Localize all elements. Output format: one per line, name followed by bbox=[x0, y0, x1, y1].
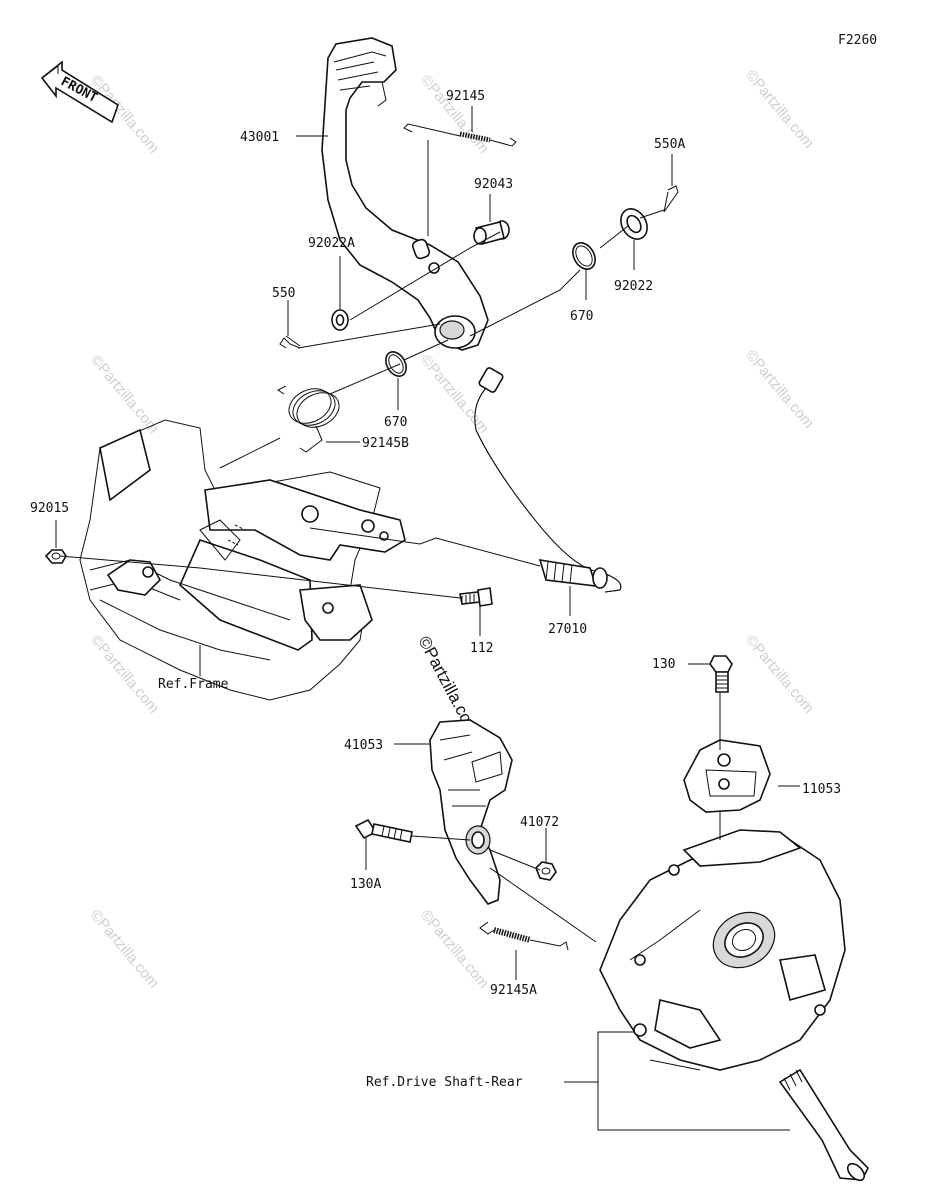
bolt-112 bbox=[459, 587, 493, 607]
label-27010: 27010 bbox=[548, 622, 587, 637]
figure-code: F2260 bbox=[838, 33, 877, 48]
o-ring-670-top bbox=[572, 242, 596, 270]
watermark: ©Partzilla.com bbox=[87, 352, 162, 437]
label-670-top: 670 bbox=[570, 309, 593, 324]
label-92015: 92015 bbox=[30, 501, 69, 516]
frame bbox=[79, 419, 406, 701]
part-labels: 43001 92145 92043 550A 92022A 550 670 92… bbox=[30, 89, 841, 1090]
label-92022a: 92022A bbox=[308, 236, 355, 251]
nut-41072 bbox=[535, 861, 557, 881]
cotter-pin-550a bbox=[663, 185, 679, 213]
bracket-11053 bbox=[683, 739, 771, 813]
bolt-130 bbox=[709, 655, 733, 693]
brake-pedal bbox=[321, 37, 489, 351]
watermark: ©Partzilla.com bbox=[742, 347, 817, 432]
washer-92022a bbox=[331, 309, 349, 331]
label-550a: 550A bbox=[654, 137, 685, 152]
pin-92043 bbox=[473, 220, 510, 245]
watermark: ©Partzilla.com bbox=[742, 632, 817, 717]
label-130: 130 bbox=[652, 657, 675, 672]
label-92043: 92043 bbox=[474, 177, 513, 192]
leader-lines bbox=[55, 106, 800, 1131]
watermark: ©Partzilla.com bbox=[742, 67, 817, 152]
o-ring-670-mid bbox=[385, 351, 407, 377]
label-ref-drive-shaft: Ref.Drive Shaft-Rear bbox=[366, 1075, 523, 1090]
label-130a: 130A bbox=[350, 877, 381, 892]
lever-41053 bbox=[429, 719, 513, 905]
drive-shaft bbox=[778, 1068, 869, 1182]
spring-92145a bbox=[479, 921, 569, 951]
brake-switch-27010 bbox=[474, 367, 622, 593]
label-43001: 43001 bbox=[240, 130, 279, 145]
washer-92022 bbox=[620, 208, 648, 240]
watermark: ©Partzilla.com bbox=[87, 632, 162, 717]
label-92145a: 92145A bbox=[490, 983, 537, 998]
label-550: 550 bbox=[272, 286, 295, 301]
watermark: ©Partzilla.com bbox=[87, 907, 162, 992]
label-92145: 92145 bbox=[446, 89, 485, 104]
label-92145b: 92145B bbox=[362, 436, 409, 451]
label-41053: 41053 bbox=[344, 738, 383, 753]
label-11053: 11053 bbox=[802, 782, 841, 797]
label-112: 112 bbox=[470, 641, 493, 656]
drive-shaft-housing bbox=[599, 829, 846, 1071]
bolt-130a bbox=[354, 818, 413, 843]
nut-92015 bbox=[44, 549, 67, 564]
torsion-spring-92145b bbox=[277, 385, 340, 453]
label-92022: 92022 bbox=[614, 279, 653, 294]
label-670-mid: 670 bbox=[384, 415, 407, 430]
label-41072: 41072 bbox=[520, 815, 559, 830]
cotter-pin-550 bbox=[279, 335, 301, 349]
spring-92145 bbox=[403, 123, 517, 147]
label-ref-frame: Ref.Frame bbox=[158, 677, 229, 692]
watermark: ©Partzilla.com bbox=[417, 907, 492, 992]
